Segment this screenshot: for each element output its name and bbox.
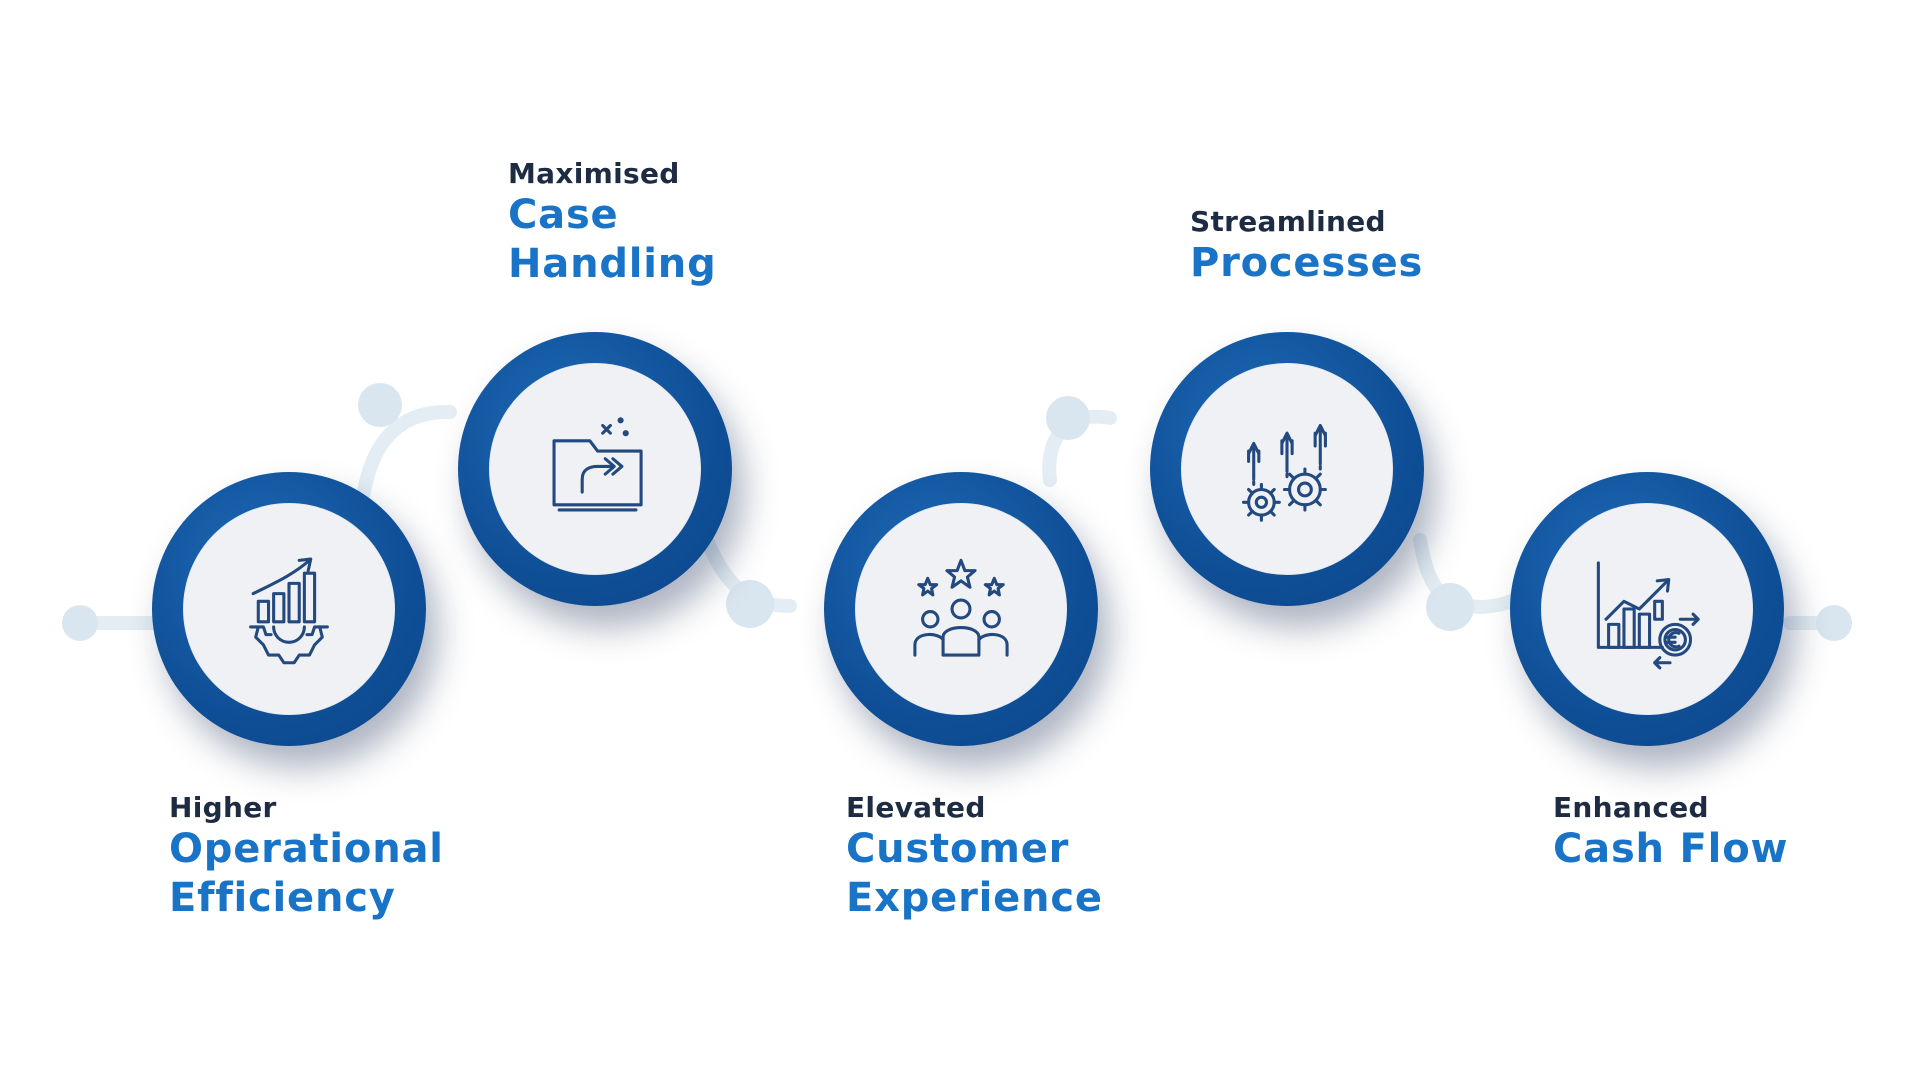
chart-euro-cashflow-icon — [1596, 561, 1700, 670]
benefit-node-inner — [1541, 503, 1753, 715]
benefit-node-case-handling — [458, 332, 732, 606]
connector-dot — [1046, 396, 1090, 440]
benefit-node-inner — [855, 503, 1067, 715]
benefit-label-cash-flow: Enhanced Cash Flow — [1553, 791, 1788, 874]
benefit-label-main: Processes — [1190, 240, 1424, 286]
benefit-label-case-handling: Maximised Case Handling — [508, 157, 717, 289]
connector-dot — [62, 605, 98, 641]
connector-dot — [726, 580, 774, 628]
connector-dot — [1426, 583, 1474, 631]
benefit-node-customer-experience — [824, 472, 1098, 746]
benefit-node-processes — [1150, 332, 1424, 606]
growth-chart-gear-icon — [249, 557, 329, 665]
benefit-node-inner — [183, 503, 395, 715]
benefit-label-main: Cash Flow — [1553, 826, 1789, 872]
benefit-node-inner — [1181, 363, 1393, 575]
gears-arrows-icon — [1241, 423, 1327, 522]
benefit-node-operational-efficiency — [152, 472, 426, 746]
benefit-node-inner — [489, 363, 701, 575]
benefit-label-top: Elevated — [846, 791, 986, 824]
benefit-label-main: Customer Experience — [846, 826, 1103, 921]
connector-dot — [358, 383, 402, 427]
benefit-label-top: Higher — [169, 791, 277, 824]
benefit-label-customer-experience: Elevated Customer Experience — [846, 791, 1103, 923]
benefit-label-main: Operational Efficiency — [169, 826, 444, 921]
benefit-label-operational-efficiency: Higher Operational Efficiency — [169, 791, 444, 923]
benefit-label-top: Maximised — [508, 157, 680, 190]
benefit-label-top: Streamlined — [1190, 205, 1386, 238]
team-stars-icon — [913, 558, 1009, 657]
connector-dot — [1816, 605, 1852, 641]
benefit-label-main: Case Handling — [508, 192, 717, 287]
benefit-label-processes: Streamlined Processes — [1190, 205, 1423, 288]
folder-forward-icon — [552, 417, 643, 512]
benefit-node-cash-flow — [1510, 472, 1784, 746]
benefit-label-top: Enhanced — [1553, 791, 1709, 824]
